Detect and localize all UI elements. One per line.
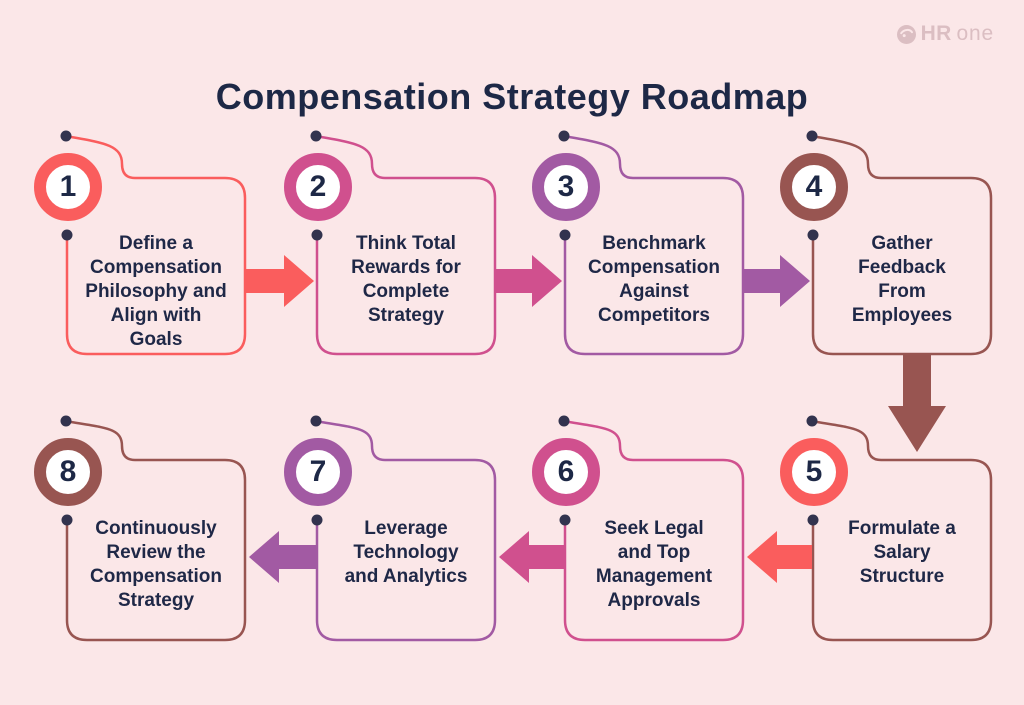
step-4-label: Gather Feedback From Employees — [851, 233, 953, 326]
step-3-outline — [563, 135, 745, 356]
step-6-connector-dot — [559, 514, 571, 526]
step-5-label: Formulate a Salary Structure — [848, 518, 956, 587]
step-number: 3 — [557, 170, 575, 203]
step-1-connector-dot — [61, 229, 73, 241]
step-number: 7 — [309, 455, 327, 488]
step-6-label: Seek Legal and Top Management Approvals — [595, 518, 713, 611]
step-8-connector-dot — [60, 415, 72, 427]
step-1-number-badge: 1 — [34, 153, 102, 221]
step-number: 6 — [557, 455, 575, 488]
step-2-outline — [315, 135, 497, 356]
step-1-outline — [65, 135, 247, 356]
arrow-step4-to-step5 — [888, 355, 946, 452]
step-4-number-badge: 4 — [780, 153, 848, 221]
page-title: Compensation Strategy Roadmap — [215, 76, 809, 118]
step-4-connector-dot — [806, 130, 818, 142]
step-6-number-badge: 6 — [532, 438, 600, 506]
step-3-bubble — [558, 130, 745, 356]
step-number: 2 — [309, 170, 327, 203]
step-7-number-badge: 7 — [284, 438, 352, 506]
step-3-label: Benchmark Compensation Against Competito… — [588, 233, 720, 326]
step-1-connector-dot — [60, 130, 72, 142]
hrone-logo-icon — [896, 24, 916, 44]
step-5-connector-dot — [806, 415, 818, 427]
step-6-outline — [563, 420, 745, 642]
step-4-bubble — [806, 130, 993, 356]
step-2-label: Think Total Rewards for Complete Strateg… — [351, 233, 461, 326]
step-7-outline — [315, 420, 497, 642]
step-number: 8 — [59, 455, 77, 488]
step-2-connector-dot — [310, 130, 322, 142]
step-4-outline — [811, 135, 993, 356]
step-8-bubble — [60, 415, 247, 642]
step-7-connector-dot — [310, 415, 322, 427]
arrow-step2-to-step3 — [496, 255, 562, 307]
logo-text-one: one — [956, 22, 994, 45]
arrow-step3-to-step4 — [744, 255, 810, 307]
step-1-bubble — [60, 130, 247, 356]
step-3-connector-dot — [559, 229, 571, 241]
step-number: 1 — [59, 170, 77, 203]
step-2-connector-dot — [311, 229, 323, 241]
step-5-connector-dot — [807, 514, 819, 526]
step-number: 5 — [805, 455, 823, 488]
step-1-label: Define a Compensation Philosophy and Ali… — [85, 233, 227, 350]
step-number: 4 — [805, 170, 823, 203]
step-5-number-badge: 5 — [780, 438, 848, 506]
step-6-bubble — [558, 415, 745, 642]
step-3-connector-dot — [558, 130, 570, 142]
arrow-step5-to-step6 — [747, 531, 812, 583]
step-5-outline — [811, 420, 993, 642]
step-7-label: Leverage Technology and Analytics — [344, 518, 468, 587]
step-8-label: Continuously Review the Compensation Str… — [90, 518, 222, 611]
step-3-number-badge: 3 — [532, 153, 600, 221]
step-7-bubble — [310, 415, 497, 642]
step-4-connector-dot — [807, 229, 819, 241]
step-2-number-badge: 2 — [284, 153, 352, 221]
arrow-step7-to-step8 — [249, 531, 316, 583]
step-2-bubble — [310, 130, 497, 356]
step-8-number-badge: 8 — [34, 438, 102, 506]
step-5-bubble — [806, 415, 993, 642]
logo-text-hr: HR — [920, 22, 952, 45]
step-7-connector-dot — [311, 514, 323, 526]
arrow-step1-to-step2 — [246, 255, 314, 307]
step-6-connector-dot — [558, 415, 570, 427]
step-8-outline — [65, 420, 247, 642]
step-8-connector-dot — [61, 514, 73, 526]
arrow-step6-to-step7 — [499, 531, 564, 583]
